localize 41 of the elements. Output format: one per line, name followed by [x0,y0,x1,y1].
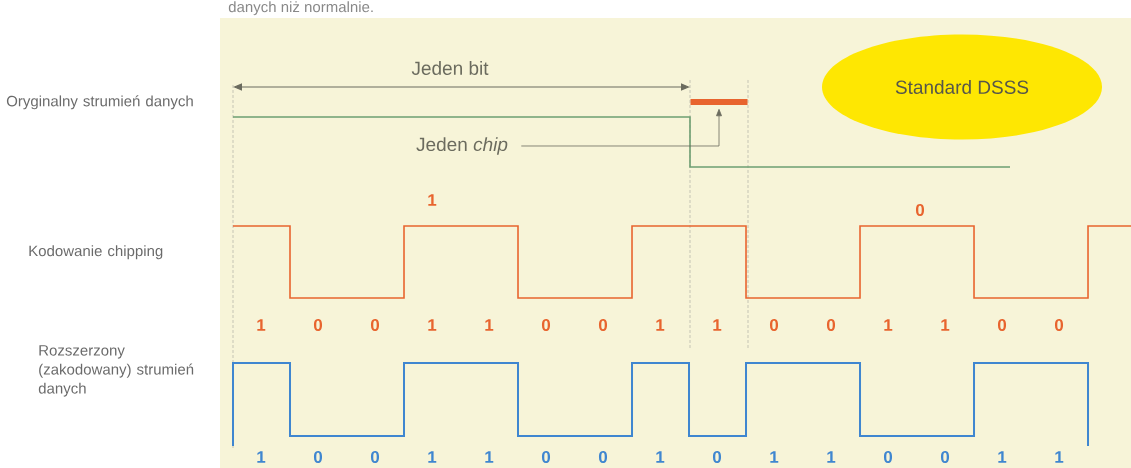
chip-label: 1 [428,319,437,331]
chip-label: 1 [656,451,665,463]
chip-label: 1 [656,319,665,331]
chip-label: 0 [541,451,551,464]
bit-label: 1 [428,194,437,206]
chip-label: 0 [313,451,323,464]
chip-label: 0 [370,451,380,464]
chip-label: 0 [883,451,893,464]
chip-label: 1 [827,451,836,463]
chip-label: 0 [541,319,551,332]
row-label: Oryginalny strumień danych [6,95,193,110]
row-label: Kodowanie chipping [29,245,163,260]
ellipse-badge: Standard DSSS [822,34,1102,140]
chip-label: 0 [712,451,722,464]
bit-label: 0 [915,204,925,217]
chip-label: 1 [998,451,1007,463]
chip-label: 0 [826,319,836,332]
chip-label: 0 [1054,319,1064,332]
chip-label: 0 [598,319,608,332]
dimension-label: Jeden bit [411,61,489,75]
leader-line [520,108,722,147]
callout-text: Jeden chip [416,137,508,155]
chip-label: 1 [1055,451,1064,463]
chip-label: 0 [370,319,380,332]
chip-label: 0 [769,319,779,332]
caption-text: danych niż normalnie. [228,1,373,16]
chip-label: 1 [257,319,266,331]
chip-label: 1 [884,319,893,331]
row-label: Rozszerzony (zakodowany) strumień danych [38,345,194,397]
chip-label: 0 [940,451,950,464]
chip-label: 1 [485,451,494,463]
chip-label: 1 [485,319,494,331]
chip-label: 0 [313,319,323,332]
chip-label: 1 [941,319,950,331]
chip-label: 0 [598,451,608,464]
chip-label: 1 [257,451,266,463]
chip-label: 1 [770,451,779,463]
chip-label: 1 [428,451,437,463]
chip-bar [690,99,748,105]
chip-label: 1 [713,319,722,331]
chip-label: 0 [997,319,1007,332]
